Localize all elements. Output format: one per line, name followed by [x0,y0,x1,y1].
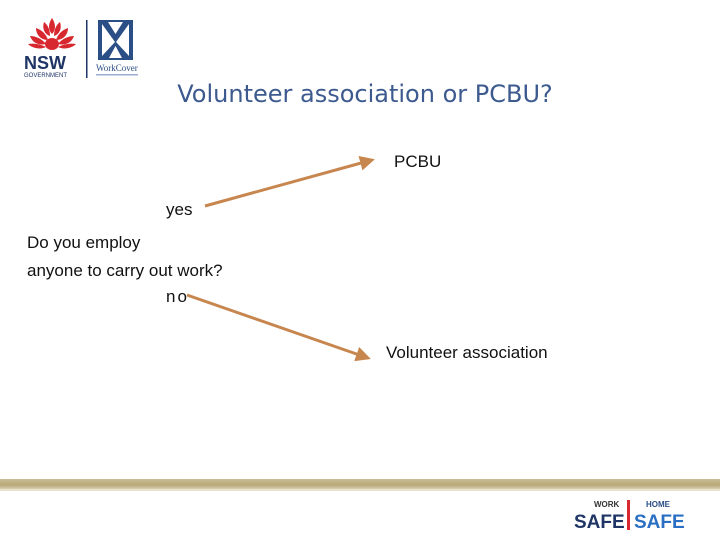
workcover-logo [98,20,133,60]
work-safe-home-safe-logo: WORK HOME SAFE SAFE [574,500,685,532]
question-line-1: Do you employ [27,233,141,252]
footer-bar-highlight [0,489,720,491]
nsw-logo-text: NSW [24,53,66,73]
slide-title: Volunteer association or PCBU? [177,80,553,108]
safe-label-2: SAFE [634,512,685,532]
header-logos: NSW GOVERNMENT WorkCover [24,18,138,79]
question-text: Do you employ anyone to carry out work? [27,229,223,285]
question-line-2: anyone to carry out work? [27,261,223,280]
outcome-volunteer-association: Volunteer association [386,343,548,362]
nsw-government-text: GOVERNMENT [24,73,67,79]
logo-divider [86,20,88,78]
arrow-to-volunteer-association [186,293,371,362]
home-label: HOME [646,500,671,509]
safe-label-1: SAFE [574,512,625,532]
outcome-pcbu: PCBU [394,152,442,171]
arrow-to-pcbu [204,155,375,208]
safe-divider [627,500,630,530]
workcover-logo-text: WorkCover [96,63,138,73]
nsw-waratah-logo [28,18,76,50]
no-label: no [166,287,189,306]
workcover-tagline [96,74,138,76]
footer-bar [0,479,720,489]
work-label: WORK [594,500,620,509]
yes-label: yes [166,200,193,219]
